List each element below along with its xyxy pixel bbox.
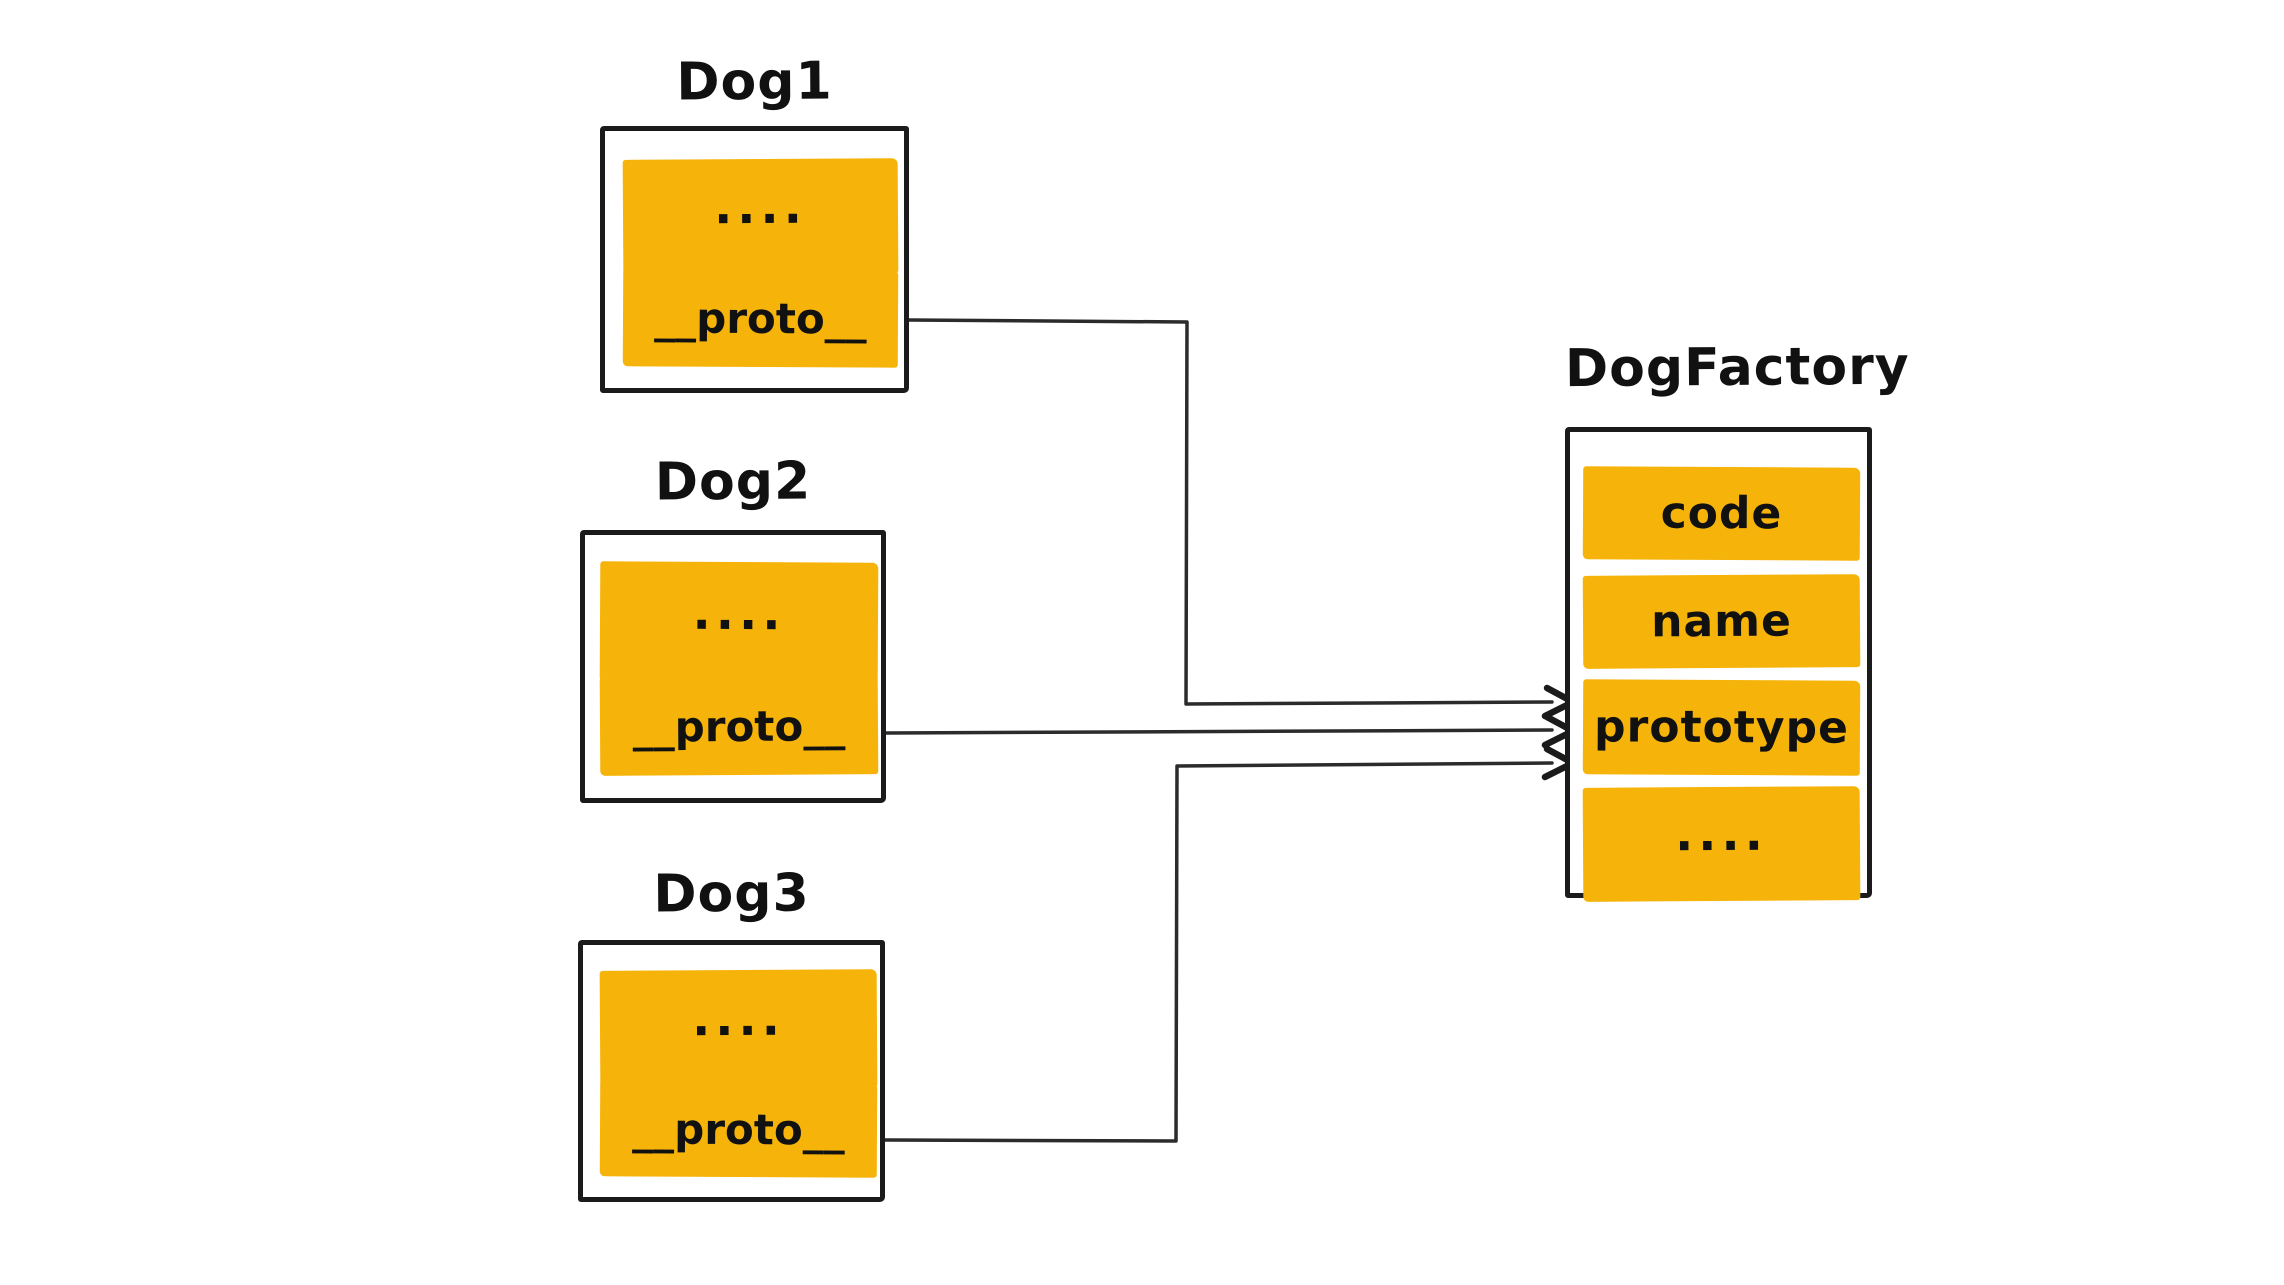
dogfactory-field-dots: .... xyxy=(1582,786,1861,902)
dog2-field-proto: __proto__ xyxy=(599,676,879,776)
connector-dog3-proto-to-dogfactory-prototype xyxy=(883,761,1554,1143)
node-dog3-box: .... __proto__ xyxy=(578,940,885,1202)
node-dog1-box: .... __proto__ xyxy=(600,126,909,393)
dog2-field-dots: .... xyxy=(599,561,879,684)
dog3-field-dots-label: .... xyxy=(691,991,786,1048)
node-dogfactory-title: DogFactory xyxy=(1564,336,1910,400)
dogfactory-field-prototype-label: prototype xyxy=(1593,701,1850,754)
dogfactory-field-code-label: code xyxy=(1660,487,1783,540)
dog2-field-proto-label: __proto__ xyxy=(632,700,846,752)
dog3-field-dots: .... xyxy=(599,969,878,1089)
connector-dog1-proto-to-dogfactory-prototype xyxy=(907,318,1554,706)
connector-dog2-proto-to-dogfactory-prototype xyxy=(884,728,1554,735)
dog1-field-dots: .... xyxy=(622,158,899,275)
dogfactory-field-prototype: prototype xyxy=(1582,679,1861,776)
dog1-field-dots-label: .... xyxy=(713,178,808,236)
dogfactory-field-name: name xyxy=(1582,574,1861,669)
dogfactory-field-name-label: name xyxy=(1650,595,1793,648)
dog1-field-proto: __proto__ xyxy=(622,268,899,368)
dogfactory-field-dots-label: .... xyxy=(1674,806,1769,863)
node-dog1-title: Dog1 xyxy=(676,51,833,113)
dog1-field-proto-label: __proto__ xyxy=(654,292,867,344)
node-dog2-box: .... __proto__ xyxy=(580,530,886,803)
node-dog2-title: Dog2 xyxy=(654,451,812,513)
node-dog3-title: Dog3 xyxy=(653,863,810,925)
dog3-field-proto-label: __proto__ xyxy=(632,1104,845,1155)
node-dogfactory-box: code name prototype .... xyxy=(1565,427,1872,902)
dogfactory-field-code: code xyxy=(1582,466,1861,561)
dog3-field-proto: __proto__ xyxy=(599,1081,878,1178)
dog2-field-dots-label: .... xyxy=(692,584,786,642)
